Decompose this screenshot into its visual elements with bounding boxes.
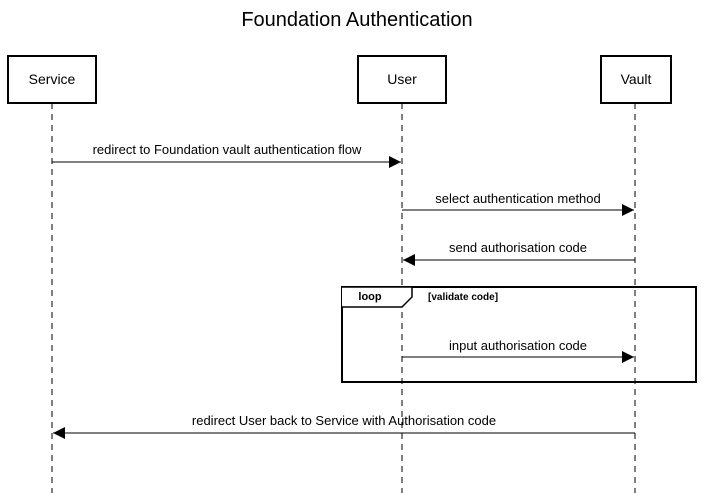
actor-vault-label: Vault — [621, 71, 652, 87]
message-label: select authentication method — [435, 191, 601, 206]
message-select-method: select authentication method — [402, 191, 634, 216]
diagram-title: Foundation Authentication — [241, 9, 472, 31]
message-label: redirect to Foundation vault authenticat… — [93, 142, 362, 157]
actor-service: Service — [7, 55, 97, 104]
loop-fragment: loop [validate code] input authorisation… — [341, 286, 697, 383]
loop-keyword: loop — [358, 291, 381, 303]
actor-vault: Vault — [600, 55, 672, 104]
message-input-code: input authorisation code — [402, 338, 634, 363]
message-label: redirect User back to Service with Autho… — [192, 413, 496, 428]
loop-condition: [validate code] — [428, 292, 498, 303]
message-label: send authorisation code — [449, 240, 587, 255]
message-redirect-back: redirect User back to Service with Autho… — [53, 413, 635, 439]
actor-user-label: User — [387, 71, 417, 87]
loop-frame — [341, 286, 697, 383]
message-redirect-to-vault: redirect to Foundation vault authenticat… — [52, 142, 401, 168]
message-label: input authorisation code — [449, 338, 587, 353]
message-send-code: send authorisation code — [403, 240, 635, 266]
actor-service-label: Service — [29, 71, 76, 87]
loop-tab — [342, 286, 413, 308]
actor-user: User — [357, 55, 447, 104]
